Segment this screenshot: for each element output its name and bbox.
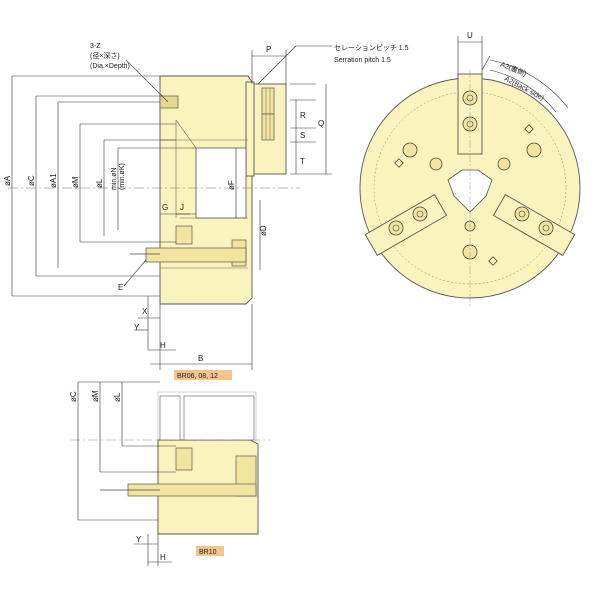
dim-F: øF — [227, 180, 236, 190]
tap-mark-icon — [488, 256, 498, 266]
tap-mark-icon — [524, 124, 534, 134]
jaw-lower-left — [364, 193, 448, 257]
jaw-bolt-icon — [412, 206, 428, 222]
jaw-bolt-icon — [538, 220, 554, 236]
body-bolt-icon — [402, 142, 418, 158]
dim-M: øM — [71, 176, 80, 188]
side-view-bottom: øC øM øL Y H BR10 — [69, 381, 270, 566]
dim-A1: øA1 — [49, 173, 58, 188]
model-badge-bottom — [196, 546, 224, 556]
dim-U: U — [467, 31, 473, 40]
jaw-flange — [245, 81, 255, 177]
dim-Q: Q — [318, 119, 324, 128]
dim-A: øA — [3, 175, 12, 186]
dim-R: R — [300, 111, 306, 120]
body-bolt-icon — [429, 157, 443, 171]
jaw-bolt-icon — [388, 220, 404, 236]
dim-B: B — [198, 354, 203, 363]
dim-E: E — [118, 283, 123, 292]
dim-X: X — [142, 307, 148, 316]
dim-L-bottom: øL — [113, 392, 122, 402]
bottom-plunger — [175, 447, 193, 471]
mounting-bolt — [145, 247, 247, 263]
tap-hole — [159, 95, 179, 109]
model-badge-bottom-label: BR10 — [199, 549, 217, 556]
jaw-bolt-upper — [261, 87, 275, 115]
tap-callout-line2: (径×深さ) — [90, 51, 120, 60]
dim-J: J — [180, 203, 184, 212]
dim-P: P — [266, 45, 271, 54]
dim-C: øC — [27, 175, 36, 186]
dim-H-bottom: H — [160, 553, 166, 562]
jaw-bolt-lower — [261, 113, 275, 141]
dim-D: øD — [259, 225, 268, 236]
dim-H: H — [160, 341, 166, 350]
tap-callout-line3: (Dia.×Depth) — [90, 63, 130, 70]
serration-label-en: Serration pitch 1.5 — [334, 57, 391, 64]
jaw-bolt-icon — [514, 206, 530, 222]
center-opening — [447, 169, 493, 213]
jaw-lower-right — [492, 193, 576, 257]
dim-G: G — [162, 203, 168, 212]
dim-M-bottom: øM — [91, 390, 100, 402]
body-bolt-icon — [526, 142, 542, 158]
serration-label-jp: セレーションピッチ 1.5 — [334, 44, 409, 52]
dim-Y: Y — [134, 323, 140, 332]
dim-A2-jp: A2(裏側) — [499, 60, 528, 79]
tap-callout-line1: 3-Z — [90, 43, 101, 50]
dim-Y-bottom: Y — [136, 535, 142, 544]
body-bolt-icon — [497, 157, 511, 171]
central-bore — [195, 147, 247, 219]
dim-S: S — [300, 131, 305, 140]
tap-mark-icon — [394, 158, 404, 168]
dim-N: min.øN — [111, 167, 118, 190]
plunger-block — [175, 225, 193, 245]
front-view: U A2(裏側) A2(Back side) — [359, 31, 581, 306]
dim-C-bottom: øC — [69, 391, 78, 402]
dim-K: (min.øK) — [119, 163, 126, 190]
model-badge-top-label: BR06, 08, 12 — [177, 373, 218, 380]
model-badge-top — [174, 370, 232, 380]
dim-T: T — [300, 157, 305, 166]
dim-L: øL — [95, 178, 104, 188]
side-view-top: øA øC øA1 øM øL min.øN (min.øK) øF øD G … — [3, 43, 409, 380]
